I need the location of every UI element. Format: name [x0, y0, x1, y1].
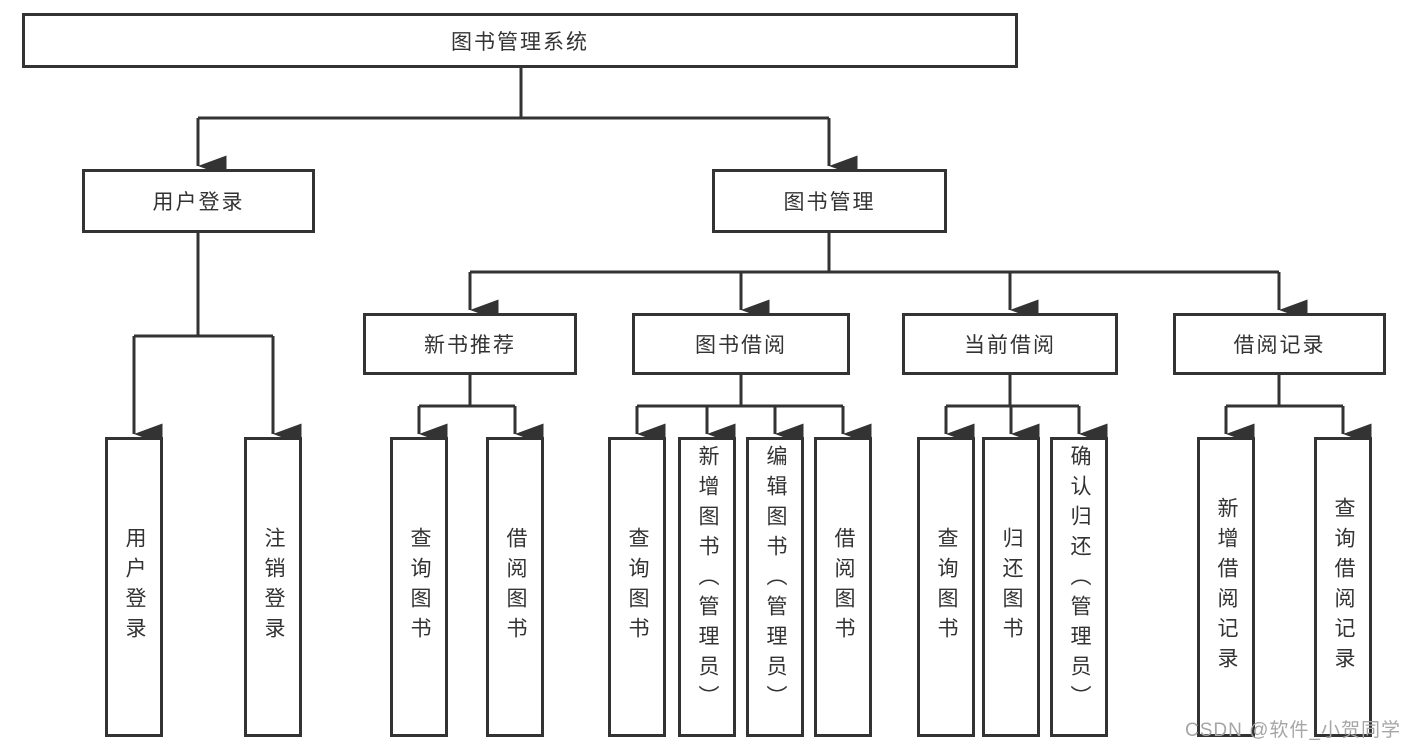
leaf-bb-add-books-admin-label: 新增图书（管理员）: [696, 445, 719, 715]
leaf-cb-query-books: 查询图书: [917, 437, 975, 737]
node-new-books: 新书推荐: [363, 313, 577, 375]
edge-borrow-records-bus: [1226, 375, 1343, 408]
node-borrow-records-label: 借阅记录: [1233, 334, 1326, 357]
leaf-bb-borrow-books: 借阅图书: [814, 437, 872, 737]
edge-user-login-bus: [134, 233, 273, 338]
leaf-bb-query-books: 查询图书: [608, 437, 666, 737]
edge-book-borrow-bus: [637, 375, 843, 408]
node-book-borrow-label: 图书借阅: [695, 334, 787, 357]
leaf-user-login-label: 用户登录: [123, 527, 146, 647]
edge-root-bus: [198, 68, 829, 120]
leaf-bb-borrow-books-label: 借阅图书: [832, 527, 855, 647]
leaf-bb-add-books-admin: 新增图书（管理员）: [678, 437, 736, 737]
edge-book-mgmt-bus: [470, 233, 1279, 274]
leaf-cb-return-books-label: 归还图书: [1000, 527, 1023, 647]
leaf-nb-borrow-books-label: 借阅图书: [504, 527, 527, 647]
leaf-br-query-record: 查询借阅记录: [1314, 437, 1372, 737]
node-user-login: 用户登录: [82, 169, 315, 233]
node-book-borrow: 图书借阅: [632, 313, 850, 375]
edge-new-books-bus: [419, 375, 515, 408]
node-borrow-records: 借阅记录: [1173, 313, 1386, 375]
leaf-nb-borrow-books: 借阅图书: [486, 437, 544, 737]
leaf-cb-confirm-return-admin: 确认归还（管理员）: [1050, 437, 1108, 737]
leaf-br-add-record: 新增借阅记录: [1197, 437, 1255, 737]
leaf-cb-return-books: 归还图书: [982, 437, 1040, 737]
node-new-books-label: 新书推荐: [424, 334, 516, 357]
leaf-nb-query-books: 查询图书: [390, 437, 448, 737]
edge-current-borrow-bus: [946, 375, 1079, 408]
leaf-bb-edit-books-admin-label: 编辑图书（管理员）: [764, 445, 787, 715]
leaf-cb-query-books-label: 查询图书: [935, 527, 958, 647]
leaf-cb-confirm-return-admin-label: 确认归还（管理员）: [1068, 445, 1091, 715]
node-root-label: 图书管理系统: [451, 30, 589, 54]
leaf-bb-edit-books-admin: 编辑图书（管理员）: [746, 437, 804, 737]
node-book-mgmt: 图书管理: [712, 169, 947, 233]
leaf-br-add-record-label: 新增借阅记录: [1215, 497, 1238, 677]
node-current-borrow-label: 当前借阅: [964, 334, 1056, 357]
leaf-br-query-record-label: 查询借阅记录: [1332, 497, 1355, 677]
csdn-watermark: CSDN @软件_小贺同学: [1185, 720, 1401, 741]
node-current-borrow: 当前借阅: [902, 313, 1118, 375]
node-user-login-label: 用户登录: [152, 191, 245, 214]
leaf-nb-query-books-label: 查询图书: [408, 527, 431, 647]
leaf-logout-label: 注销登录: [262, 527, 285, 647]
node-root: 图书管理系统: [22, 13, 1018, 68]
node-book-mgmt-label: 图书管理: [783, 191, 876, 214]
leaf-user-login: 用户登录: [105, 437, 163, 737]
leaf-bb-query-books-label: 查询图书: [626, 527, 649, 647]
leaf-logout: 注销登录: [244, 437, 302, 737]
